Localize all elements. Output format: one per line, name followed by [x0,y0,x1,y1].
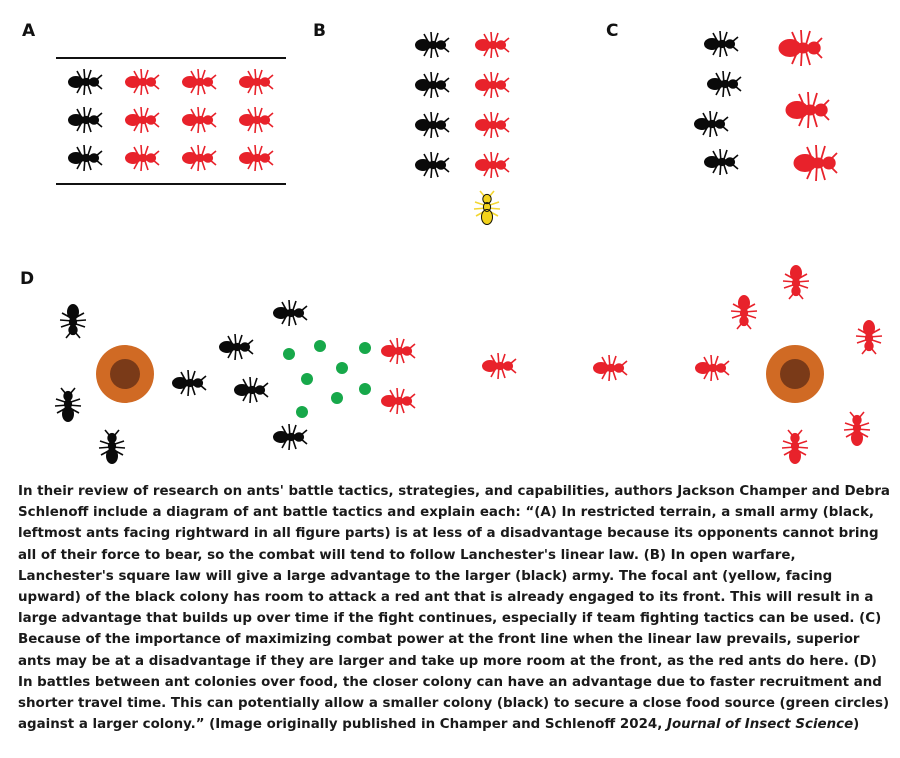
panel-label-d: D [20,269,34,289]
food-source [359,383,371,395]
large-red-ant [793,144,838,182]
red-ant [238,68,274,96]
ant-battle-tactics-figure: A B C D [20,21,883,465]
large-red-ant [778,29,823,67]
red-ant [181,106,217,134]
black-ant [67,144,103,172]
journal-name: Journal of Insect Science [666,717,854,733]
food-source [336,362,348,374]
black-ant [414,71,450,99]
black-ant [218,333,254,361]
red-ant [481,352,517,380]
black-ant [414,31,450,59]
panel-d-food-competition [54,264,883,465]
black-ant [414,111,450,139]
black-ant [272,299,308,327]
red-ant [474,111,510,139]
black-ant [54,387,82,423]
red-ant [855,319,883,355]
red-ant [238,144,274,172]
panel-label-b: B [313,21,326,41]
caption-closing: ) [853,717,860,733]
red-ant [181,68,217,96]
nest-entrance [780,359,810,389]
food-source [296,406,308,418]
black-ant [171,369,207,397]
food-source [331,392,343,404]
food-source [314,340,326,352]
black-ant [703,30,739,58]
red-ant [238,106,274,134]
panel-b-open-warfare [414,31,510,226]
red-ant [592,354,628,382]
red-ant [781,429,809,465]
black-ant [703,148,739,176]
black-ant [98,429,126,465]
figure-caption: In their review of research on ants' bat… [18,481,890,735]
red-ant [124,68,160,96]
red-ant [843,411,871,447]
black-ant [272,423,308,451]
panel-c-larger-red-ants [693,29,838,182]
red-ant [474,31,510,59]
caption-text: In their review of research on ants' bat… [18,484,890,733]
red-ant [181,144,217,172]
red-ant [474,151,510,179]
black-ant [67,106,103,134]
panel-label-c: C [606,21,618,41]
food-source [301,373,313,385]
red-ant [380,337,416,365]
black-ant [414,151,450,179]
red-ant [124,144,160,172]
panel-a-restricted-terrain [56,57,286,185]
red-ant [730,294,758,330]
red-ant [380,387,416,415]
large-red-ant [785,91,830,129]
black-ant [59,303,87,339]
food-source [283,348,295,360]
red-ant [124,106,160,134]
black-ant [67,68,103,96]
food-source [359,342,371,354]
yellow-focal-ant [473,190,501,226]
black-ant [706,70,742,98]
panel-label-a: A [22,21,36,41]
red-ant [782,264,810,300]
nest-entrance [110,359,140,389]
red-ant [694,354,730,382]
black-ant [693,110,729,138]
red-ant [474,71,510,99]
black-ant [233,376,269,404]
